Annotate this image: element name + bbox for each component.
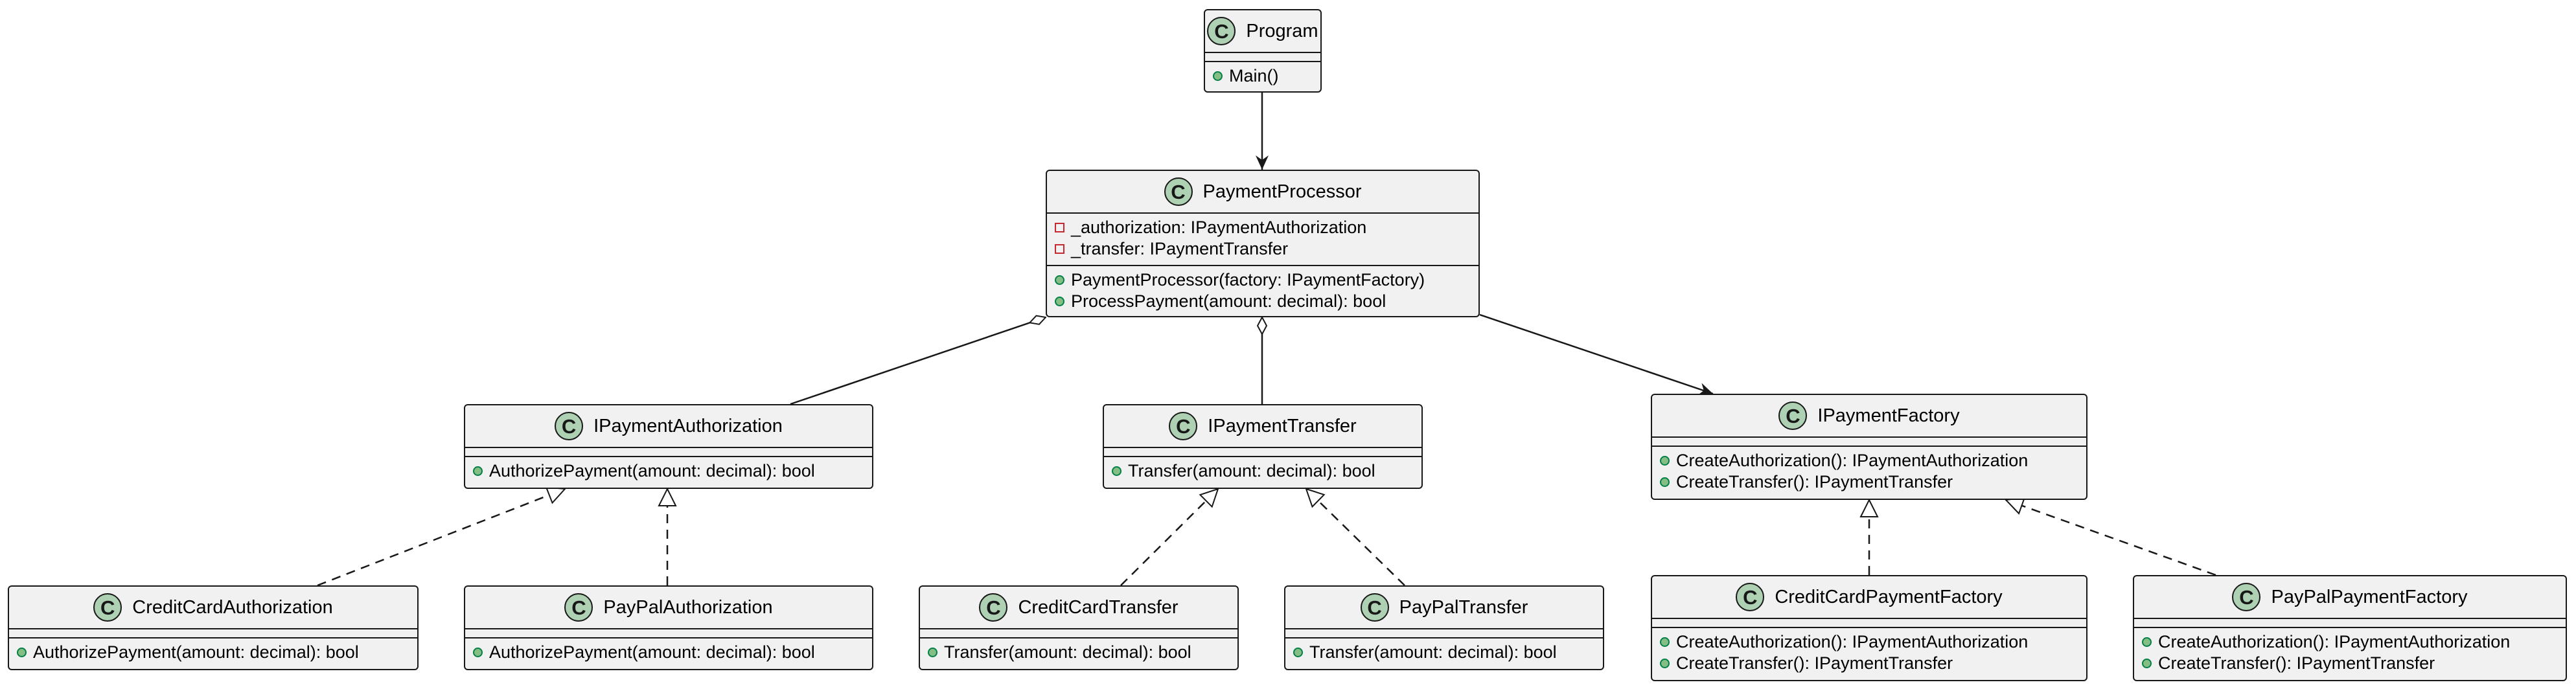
- class-badge-icon: C: [1164, 177, 1193, 206]
- fields-section: [920, 628, 1237, 637]
- class-badge-icon: C: [1360, 593, 1389, 622]
- class-name: PayPalAuthorization: [603, 596, 773, 618]
- method-row: PaymentProcessor(factory: IPaymentFactor…: [1055, 269, 1471, 291]
- class-program[interactable]: C Program Main(): [1204, 9, 1322, 93]
- class-badge-icon: C: [1736, 583, 1765, 611]
- method-row: CreateAuthorization(): IPaymentAuthoriza…: [2142, 631, 2558, 653]
- public-marker-icon: [1055, 297, 1064, 306]
- method-row: ProcessPayment(amount: decimal): bool: [1055, 291, 1471, 312]
- public-marker-icon: [1293, 648, 1303, 657]
- public-marker-icon: [473, 466, 483, 476]
- methods-section: CreateAuthorization(): IPaymentAuthoriza…: [1652, 446, 2086, 498]
- public-marker-icon: [1112, 466, 1121, 476]
- methods-section: AuthorizePayment(amount: decimal): bool: [9, 637, 417, 668]
- methods-section: AuthorizePayment(amount: decimal): bool: [465, 637, 872, 668]
- edge-processor-aggregates-authorization: [790, 317, 1046, 405]
- methods-section: Transfer(amount: decimal): bool: [1285, 637, 1603, 668]
- method-row: AuthorizePayment(amount: decimal): bool: [473, 460, 864, 482]
- class-credit-card-transfer[interactable]: C CreditCardTransfer Transfer(amount: de…: [919, 585, 1239, 670]
- class-name: PayPalTransfer: [1399, 596, 1528, 618]
- edge-processor-to-factory: [1479, 313, 1714, 396]
- public-marker-icon: [2142, 659, 2152, 668]
- class-badge-icon: C: [1169, 412, 1198, 440]
- methods-section: CreateAuthorization(): IPaymentAuthoriza…: [1652, 627, 2086, 679]
- class-name: PaymentProcessor: [1202, 181, 1362, 202]
- class-credit-card-payment-factory[interactable]: C CreditCardPaymentFactory CreateAuthori…: [1651, 575, 2087, 681]
- class-name: Program: [1246, 20, 1318, 41]
- fields-section: [1104, 447, 1421, 456]
- methods-section: PaymentProcessor(factory: IPaymentFactor…: [1047, 265, 1478, 317]
- field-row: _transfer: IPaymentTransfer: [1055, 238, 1471, 260]
- class-badge-icon: C: [93, 593, 122, 622]
- public-marker-icon: [1213, 71, 1223, 81]
- methods-section: CreateAuthorization(): IPaymentAuthoriza…: [2134, 627, 2566, 679]
- class-ipayment-factory[interactable]: C IPaymentFactory CreateAuthorization():…: [1651, 394, 2087, 500]
- public-marker-icon: [928, 648, 937, 657]
- edge-creditcard-realizes-authorization: [317, 489, 565, 587]
- fields-section: [1285, 628, 1603, 637]
- class-credit-card-authorization[interactable]: C CreditCardAuthorization AuthorizePayme…: [8, 585, 419, 670]
- class-ipayment-transfer[interactable]: C IPaymentTransfer Transfer(amount: deci…: [1103, 404, 1423, 489]
- method-row: Transfer(amount: decimal): bool: [1112, 460, 1414, 482]
- class-badge-icon: C: [979, 593, 1008, 622]
- public-marker-icon: [17, 648, 27, 657]
- method-row: AuthorizePayment(amount: decimal): bool: [17, 642, 409, 663]
- fields-section: [2134, 618, 2566, 627]
- class-name: IPaymentTransfer: [1208, 415, 1357, 436]
- methods-section: Transfer(amount: decimal): bool: [1104, 456, 1421, 487]
- method-row: CreateTransfer(): IPaymentTransfer: [2142, 653, 2558, 674]
- private-marker-icon: [1055, 223, 1064, 232]
- class-paypal-payment-factory[interactable]: C PayPalPaymentFactory CreateAuthorizati…: [2133, 575, 2567, 681]
- method-row: CreateAuthorization(): IPaymentAuthoriza…: [1660, 631, 2078, 653]
- class-name: IPaymentFactory: [1817, 405, 1960, 426]
- public-marker-icon: [1055, 275, 1064, 285]
- class-badge-icon: C: [1778, 401, 1808, 430]
- fields-section: _authorization: IPaymentAuthorization _t…: [1047, 212, 1478, 265]
- methods-section: AuthorizePayment(amount: decimal): bool: [465, 456, 872, 487]
- method-row: CreateTransfer(): IPaymentTransfer: [1660, 653, 2078, 674]
- fields-section: [465, 628, 872, 637]
- fields-section: [9, 628, 417, 637]
- method-row: CreateAuthorization(): IPaymentAuthoriza…: [1660, 450, 2078, 471]
- class-badge-icon: C: [564, 593, 593, 622]
- method-row: Main(): [1213, 65, 1313, 87]
- method-row: Transfer(amount: decimal): bool: [1293, 642, 1595, 663]
- public-marker-icon: [1660, 456, 1670, 466]
- fields-section: [1652, 436, 2086, 446]
- edge-creditcard-realizes-transfer: [1120, 489, 1218, 586]
- class-badge-icon: C: [555, 412, 584, 440]
- class-paypal-transfer[interactable]: C PayPalTransfer Transfer(amount: decima…: [1284, 585, 1604, 670]
- fields-section: [465, 447, 872, 456]
- class-name: CreditCardTransfer: [1018, 596, 1179, 618]
- public-marker-icon: [1660, 477, 1670, 487]
- public-marker-icon: [1660, 659, 1670, 668]
- fields-section: [1205, 52, 1320, 61]
- field-row: _authorization: IPaymentAuthorization: [1055, 217, 1471, 238]
- public-marker-icon: [2142, 637, 2152, 647]
- class-payment-processor[interactable]: C PaymentProcessor _authorization: IPaym…: [1046, 170, 1480, 317]
- class-name: IPaymentAuthorization: [593, 415, 783, 436]
- public-marker-icon: [473, 648, 483, 657]
- class-paypal-authorization[interactable]: C PayPalAuthorization AuthorizePayment(a…: [464, 585, 873, 670]
- class-badge-icon: C: [2232, 583, 2261, 611]
- public-marker-icon: [1660, 637, 1670, 647]
- class-name: PayPalPaymentFactory: [2271, 586, 2468, 607]
- methods-section: Transfer(amount: decimal): bool: [920, 637, 1237, 668]
- methods-section: Main(): [1205, 61, 1320, 92]
- method-row: CreateTransfer(): IPaymentTransfer: [1660, 471, 2078, 493]
- edge-paypal-realizes-transfer: [1306, 489, 1405, 586]
- private-marker-icon: [1055, 244, 1064, 254]
- class-ipayment-authorization[interactable]: C IPaymentAuthorization AuthorizePayment…: [464, 404, 873, 489]
- method-row: Transfer(amount: decimal): bool: [928, 642, 1230, 663]
- class-name: CreditCardPaymentFactory: [1775, 586, 2003, 607]
- class-badge-icon: C: [1207, 17, 1236, 45]
- class-name: CreditCardAuthorization: [132, 596, 333, 618]
- edge-paypal-realizes-factory: [2006, 500, 2216, 576]
- method-row: AuthorizePayment(amount: decimal): bool: [473, 642, 864, 663]
- fields-section: [1652, 618, 2086, 627]
